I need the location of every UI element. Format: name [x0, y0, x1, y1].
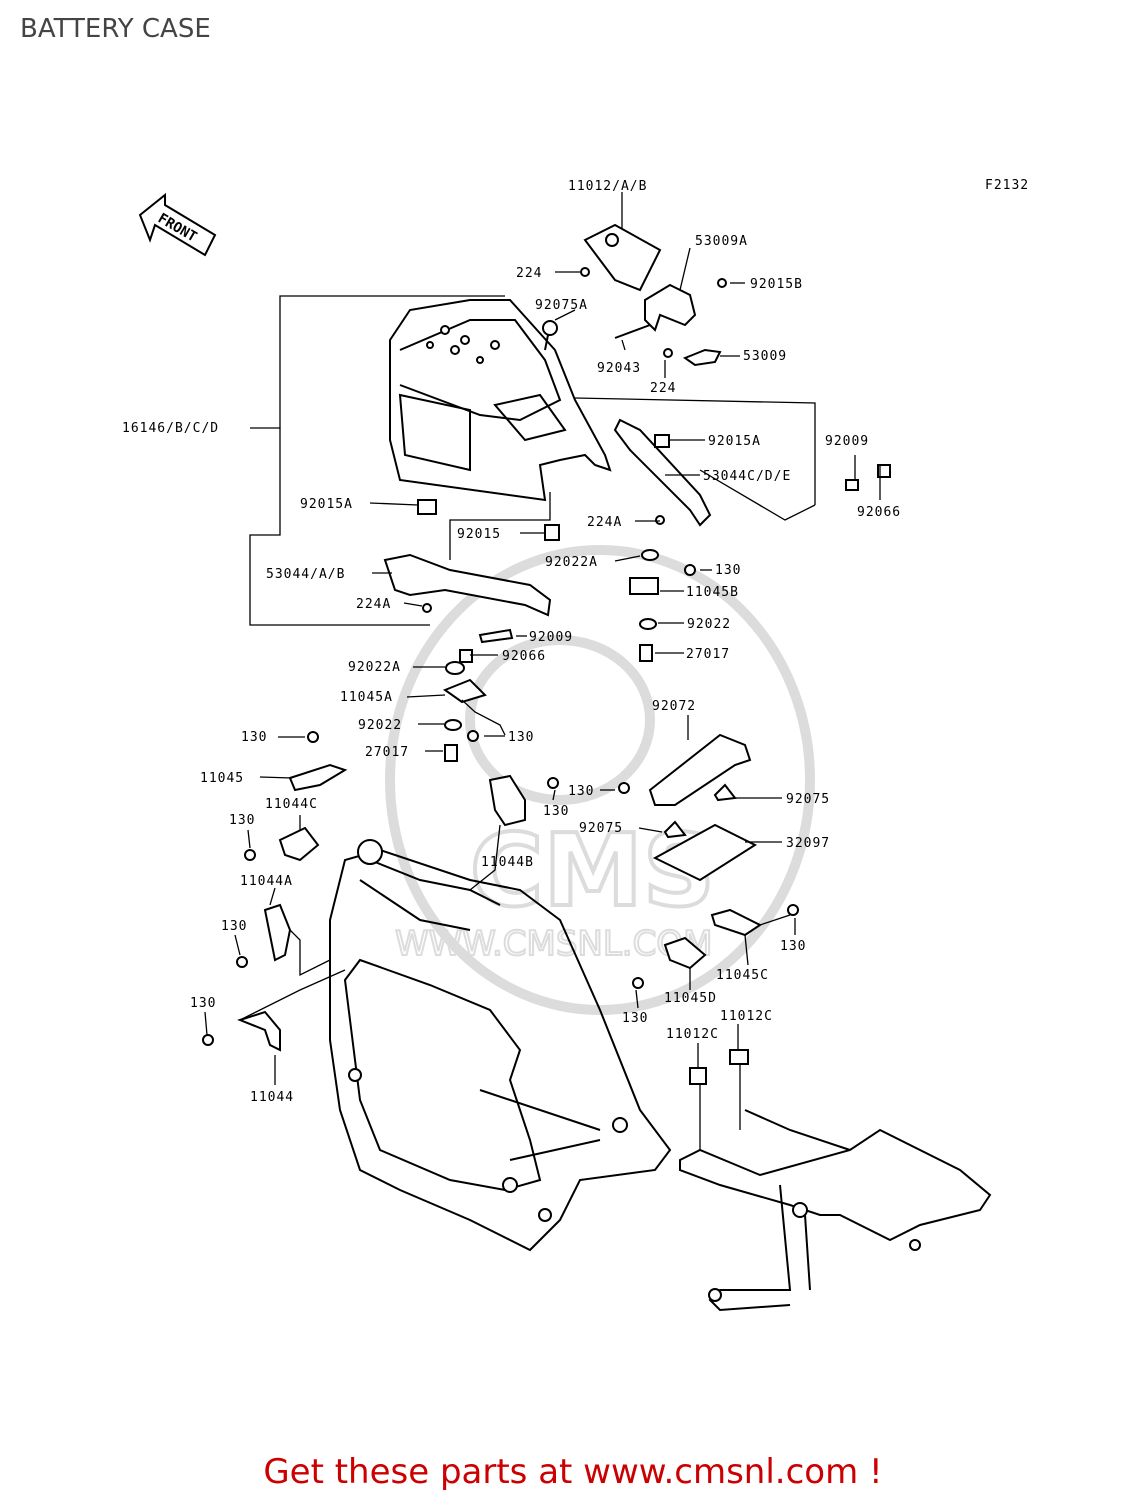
footer-link[interactable]: Get these parts at www.cmsnl.com !	[263, 1452, 883, 1492]
part-labels: F2132 11012/A/B 53009A 224 92015B 92075A…	[122, 178, 1029, 1105]
label-11044b: 11044B	[481, 855, 534, 870]
label-92072: 92072	[652, 699, 696, 714]
label-92015: 92015	[457, 527, 501, 542]
label-11045: 11045	[200, 771, 244, 786]
label-130-c: 130	[241, 730, 267, 745]
bracket-11044a	[263, 903, 292, 962]
label-11044a: 11044A	[240, 874, 293, 889]
bracket-11044b	[488, 774, 526, 827]
bracket-53044	[383, 553, 552, 617]
label-53044: 53044/A/B	[266, 567, 345, 582]
clip-11012c-l	[689, 1067, 707, 1085]
label-130-h: 130	[780, 939, 806, 954]
bracket-11045d	[663, 936, 707, 970]
watermark-text: WWW.CMSNL.COM	[395, 924, 712, 964]
battery-case	[389, 299, 612, 502]
label-224-mid: 224	[650, 381, 676, 396]
label-130-j: 130	[622, 1011, 648, 1026]
label-92066-right: 92066	[857, 505, 901, 520]
leader-lines	[204, 192, 881, 1150]
label-130-d: 130	[568, 784, 594, 799]
label-11012ab: 11012/A/B	[568, 179, 647, 194]
label-92015a-left: 92015A	[300, 497, 353, 512]
label-27017-right: 27017	[686, 647, 730, 662]
label-11012c-right: 11012C	[720, 1009, 773, 1024]
label-32097: 32097	[786, 836, 830, 851]
label-11044: 11044	[250, 1090, 294, 1105]
battery-pad-32097	[652, 823, 758, 882]
label-92015b: 92015B	[750, 277, 803, 292]
figure-code: F2132	[985, 178, 1029, 193]
label-53009: 53009	[743, 349, 787, 364]
front-label: FRONT	[155, 211, 200, 246]
clip-11012c-r	[729, 1049, 749, 1065]
bracket-11044	[237, 1010, 281, 1052]
watermark-logo: CMS WWW.CMSNL.COM	[385, 545, 815, 1015]
label-92022a-right: 92022A	[545, 555, 598, 570]
label-130-b: 130	[508, 730, 534, 745]
label-11012c-left: 11012C	[666, 1027, 719, 1042]
battery-holder-92072	[648, 733, 752, 806]
label-92009-right: 92009	[825, 434, 869, 449]
main-frame	[329, 839, 672, 1252]
bracket-53044c	[613, 418, 712, 527]
label-53044c: 53044C/D/E	[703, 469, 791, 484]
front-arrow-icon: FRONT	[138, 192, 217, 257]
label-92015a-right: 92015A	[708, 434, 761, 449]
label-224-top: 224	[516, 266, 542, 281]
sub-frame	[679, 1109, 992, 1312]
label-92022-right: 92022	[687, 617, 731, 632]
label-11045a: 11045A	[340, 690, 393, 705]
label-130-i: 130	[190, 996, 216, 1011]
page-title: BATTERY CASE	[20, 14, 211, 44]
label-92075: 92075	[786, 792, 830, 807]
label-130-e: 130	[543, 804, 569, 819]
label-92022-left: 92022	[358, 718, 402, 733]
bracket-53009a	[644, 283, 697, 332]
battery-cover	[583, 223, 662, 292]
label-224a-right: 224A	[587, 515, 622, 530]
label-130-g: 130	[221, 919, 247, 934]
bracket-11045c	[710, 908, 762, 937]
bolts	[202, 267, 799, 1046]
label-27017-left: 27017	[365, 745, 409, 760]
label-53009a: 53009A	[695, 234, 748, 249]
label-11045c: 11045C	[716, 968, 769, 983]
label-16146: 16146/B/C/D	[122, 421, 219, 436]
label-11045b: 11045B	[686, 585, 739, 600]
label-92075-b: 92075	[579, 821, 623, 836]
label-130-f: 130	[229, 813, 255, 828]
bracket-11045	[288, 763, 348, 792]
label-92075a: 92075A	[535, 298, 588, 313]
label-92022a-left: 92022A	[348, 660, 401, 675]
label-92066-left: 92066	[502, 649, 546, 664]
label-130-a: 130	[715, 563, 741, 578]
label-92009-left: 92009	[529, 630, 573, 645]
hardware-parts	[417, 434, 891, 762]
label-92043: 92043	[597, 361, 641, 376]
label-11044c: 11044C	[265, 797, 318, 812]
label-224a-left: 224A	[356, 597, 391, 612]
label-11045d: 11045D	[664, 991, 717, 1006]
bracket-11044c	[278, 826, 320, 862]
